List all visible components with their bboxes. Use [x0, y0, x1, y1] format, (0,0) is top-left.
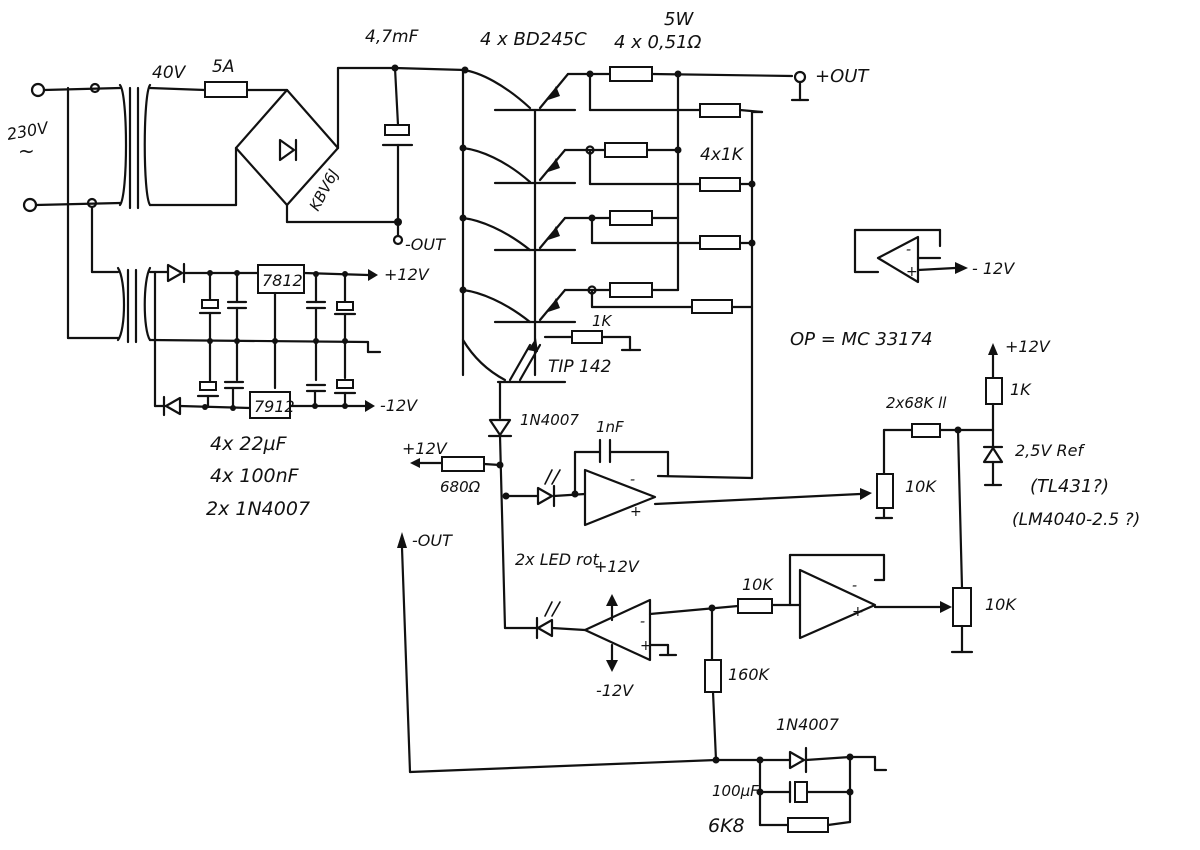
label-diode-bottom: 1N4007 — [776, 715, 840, 734]
label-ref-divider: 2x68K ll — [886, 394, 947, 412]
aux-negative-supply — [153, 270, 375, 419]
opamp-spare — [853, 228, 968, 284]
label-op3-minus: - — [852, 578, 857, 594]
tip142-base-resistor — [543, 330, 642, 352]
label-op2-minus: - — [640, 614, 645, 630]
pot1 — [874, 473, 894, 520]
label-op2-pos: +12V — [594, 557, 640, 576]
led-supply — [410, 456, 502, 472]
label-parts-diodes: 2x 1N4007 — [206, 498, 310, 520]
label-main-cap: 4,7mF — [365, 27, 419, 47]
reference-supply — [882, 343, 1004, 487]
bottom-diode-network — [756, 746, 888, 833]
label-cap-bottom: 100µF — [712, 782, 759, 800]
label-led-supply: +12V — [402, 439, 448, 458]
label-op2-neg: -12V — [596, 681, 634, 700]
label-emitter-res: 4 x 0,51Ω — [614, 32, 702, 53]
transformer-aux — [116, 266, 152, 344]
label-mains-tilde: ~ — [18, 139, 35, 163]
opamp2 — [583, 594, 740, 672]
label-driver-transistor: TIP 142 — [548, 357, 612, 377]
label-opamp-spare-minus: - — [906, 242, 911, 258]
aux-ground-rail — [148, 291, 382, 390]
opamp1 — [573, 438, 872, 527]
label-fuse: 5A — [212, 57, 234, 77]
main-capacitor — [381, 64, 414, 246]
bridge-rectifier — [148, 66, 400, 224]
sense-resistors — [588, 72, 764, 480]
neg-out-path — [397, 532, 762, 774]
label-4x1k: 4x1K — [700, 145, 745, 165]
res-10k-160k — [704, 598, 802, 764]
label-neg-out-bottom: -OUT — [412, 531, 453, 550]
label-ref-opt1: (TL431?) — [1030, 476, 1109, 497]
label-res-6k8: 6K8 — [708, 815, 745, 837]
emitter-resistors — [563, 66, 794, 298]
label-driver-res: 1K — [592, 312, 613, 330]
label-pot1: 10K — [905, 477, 937, 496]
component-labels: 230V ~ 40V 5A KBV6J 4,7mF 4 x BD245C 5W … — [5, 9, 1140, 837]
label-reg-pos: 7812 — [262, 271, 303, 290]
label-op1-minus: - — [630, 472, 635, 488]
label-neg-out: -OUT — [405, 235, 446, 254]
label-opamp-note: OP = MC 33174 — [790, 329, 933, 350]
label-ref-res: 1K — [1010, 380, 1032, 399]
led2 — [503, 601, 587, 640]
label-led-res: 680Ω — [440, 478, 481, 496]
transformer-main — [118, 83, 152, 210]
series-diode — [487, 380, 513, 630]
bd245c-stack — [459, 68, 577, 384]
label-op2-plus: + — [640, 638, 652, 654]
label-diode-series: 1N4007 — [520, 411, 579, 429]
label-op3-plus: + — [852, 604, 864, 620]
label-opamp-spare-out: - 12V — [972, 259, 1015, 278]
label-transistors: 4 x BD245C — [480, 29, 587, 50]
label-reg-neg: 7912 — [254, 397, 295, 416]
opamp3 — [788, 553, 952, 640]
pot2 — [950, 428, 974, 654]
label-rail-m12: -12V — [380, 396, 418, 415]
label-res-10k: 10K — [742, 575, 774, 594]
label-leds: 2x LED rot — [515, 550, 600, 569]
label-res-160k: 160K — [728, 665, 771, 684]
label-pot2: 10K — [985, 595, 1017, 614]
aux-positive-supply — [148, 262, 378, 316]
label-power-rating: 5W — [664, 9, 694, 30]
label-bridge: KBV6J — [306, 166, 343, 214]
label-ref-supply: +12V — [1005, 337, 1051, 356]
label-parts-caps: 4x 100nF — [210, 465, 300, 487]
label-rail-p12: +12V — [384, 265, 430, 284]
label-parts-caps-el: 4x 22µF — [210, 433, 288, 455]
mains-input — [22, 82, 122, 340]
label-ref-label: 2,5V Ref — [1015, 441, 1085, 460]
fuse — [148, 81, 289, 98]
pos-out-terminal — [790, 70, 810, 102]
label-sec-voltage: 40V — [152, 63, 187, 83]
label-ref-opt2: (LM4040-2.5 ?) — [1012, 510, 1140, 530]
led1 — [504, 469, 587, 508]
label-pos-out: +OUT — [815, 66, 870, 87]
label-comp-cap: 1nF — [596, 418, 624, 436]
label-opamp-spare-plus: + — [906, 264, 918, 280]
label-op1-plus: + — [630, 504, 642, 520]
